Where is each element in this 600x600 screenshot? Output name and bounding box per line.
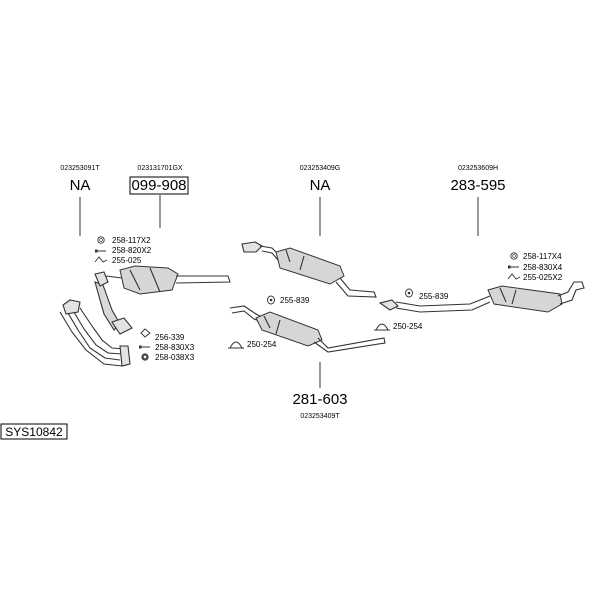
catalytic-converter-drawing[interactable] (94, 265, 231, 295)
part-number-middle-silencer[interactable]: NA (310, 177, 331, 194)
hardware-front-3[interactable]: 255-025 (112, 256, 142, 265)
front-pipe-drawing[interactable] (59, 281, 133, 367)
hardware-downpipe-2[interactable]: 258-830X3 (155, 343, 195, 352)
hardware-rear-left-2[interactable]: 250-254 (393, 322, 423, 331)
hardware-middle-1[interactable]: 255-839 (280, 296, 310, 305)
ring-clamp-icon (374, 323, 390, 331)
hardware-rear-left-1[interactable]: 255-839 (419, 292, 449, 301)
part-number-front-pipe[interactable]: NA (70, 177, 91, 194)
rubber-mount-icon (267, 295, 275, 305)
hardware-front-2[interactable]: 258-820X2 (112, 246, 152, 255)
ring-clamp-icon (228, 341, 244, 349)
part-number-middle-silencer-2[interactable]: 281-603 (292, 391, 347, 408)
rubber-mount-icon (405, 288, 413, 298)
hardware-rear-right-3[interactable]: 255-025X2 (523, 273, 563, 282)
middle-silencer-drawing[interactable] (241, 241, 377, 298)
system-code-box (0, 423, 68, 440)
hardware-rear-right-1[interactable]: 258-117X4 (523, 252, 562, 261)
part-number-box-catalyst (129, 176, 189, 195)
middle-silencer-2-drawing[interactable] (229, 305, 386, 353)
oem-label-middle-silencer-2: 023253409T (300, 413, 340, 420)
system-code: SYS10842 (5, 425, 63, 439)
part-number-catalyst[interactable]: 099-908 (131, 177, 186, 194)
hardware-front-1[interactable]: 258-117X2 (112, 236, 151, 245)
ring-clamp-icon (97, 236, 105, 244)
ring-clamp-icon (510, 252, 518, 260)
nut-icon (141, 353, 149, 361)
hardware-rear-right-2[interactable]: 258-830X4 (523, 263, 563, 272)
gasket-icon (140, 328, 151, 338)
part-number-rear-silencer[interactable]: 283-595 (450, 177, 505, 194)
oem-label-catalyst: 023131701GX (137, 165, 182, 172)
oem-label-front-pipe: 023253091T (60, 165, 100, 172)
hardware-downpipe-3[interactable]: 258-038X3 (155, 353, 195, 362)
hanger-icon (507, 273, 521, 280)
oem-label-rear-silencer: 023253609H (458, 165, 498, 172)
hardware-middle-2[interactable]: 250-254 (247, 340, 277, 349)
hardware-downpipe-1[interactable]: 256-339 (155, 333, 185, 342)
bolt-icon (95, 249, 106, 253)
hanger-icon (94, 256, 108, 263)
bolt-icon (508, 265, 519, 269)
rear-silencer-drawing[interactable] (378, 281, 585, 313)
bolt-icon (139, 345, 150, 349)
oem-label-middle-silencer: 023253409G (300, 165, 340, 172)
